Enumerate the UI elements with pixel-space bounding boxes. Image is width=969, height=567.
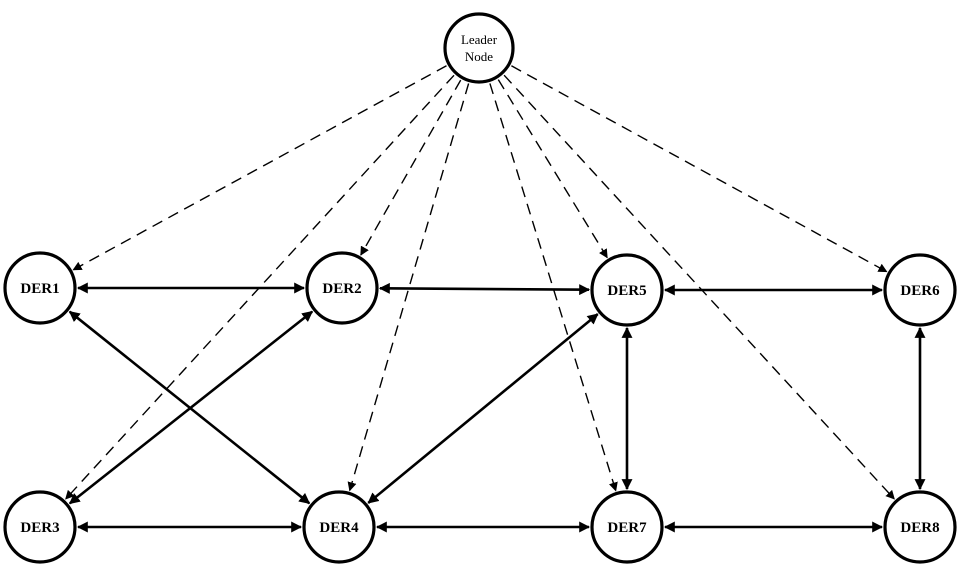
edge-der2-der5: [378, 282, 591, 296]
edge-der5-der4: [367, 313, 599, 504]
der6-node-circle: [883, 253, 957, 327]
leader-node: Leader Node: [443, 12, 515, 84]
der1-node-label: DER1: [20, 281, 59, 297]
edge-leader-der6: [511, 65, 888, 273]
der7-node-circle: [590, 490, 664, 564]
der1-node: DER1: [3, 251, 77, 325]
der4-node-label: DER4: [319, 520, 359, 536]
der5-node: DER5: [590, 253, 664, 327]
der7-node: DER7: [590, 490, 664, 564]
der3-node: DER3: [3, 490, 77, 564]
edge-leader-der2: [360, 79, 462, 256]
edge-der2-der3: [68, 310, 314, 505]
der3-node-label: DER3: [20, 520, 59, 536]
nodes-layer: Leader Node DER1 DER2 DER3 DER4 DER5 DER…: [3, 12, 957, 564]
der2-node-label: DER2: [322, 281, 361, 297]
der5-node-label: DER5: [607, 283, 646, 299]
der2-node: DER2: [305, 251, 379, 325]
edges-layer: [65, 65, 926, 533]
der7-node-label: DER7: [607, 520, 647, 536]
der8-node: DER8: [883, 490, 957, 564]
der6-node: DER6: [883, 253, 957, 327]
der4-node: DER4: [302, 490, 376, 564]
edge-leader-der1: [72, 65, 447, 271]
edge-leader-der3: [65, 74, 455, 500]
der5-node-circle: [590, 253, 664, 327]
edge-leader-der8: [503, 74, 895, 500]
der8-node-circle: [883, 490, 957, 564]
der1-node-circle: [3, 251, 77, 325]
der8-node-label: DER8: [900, 520, 939, 536]
der6-node-label: DER6: [900, 283, 940, 299]
leader-node-circle: [443, 12, 515, 84]
leader-node-label-line1: Leader: [461, 32, 498, 47]
leader-node-label-line2: Node: [465, 49, 493, 64]
der4-node-circle: [302, 490, 376, 564]
der2-node-circle: [305, 251, 379, 325]
der3-node-circle: [3, 490, 77, 564]
